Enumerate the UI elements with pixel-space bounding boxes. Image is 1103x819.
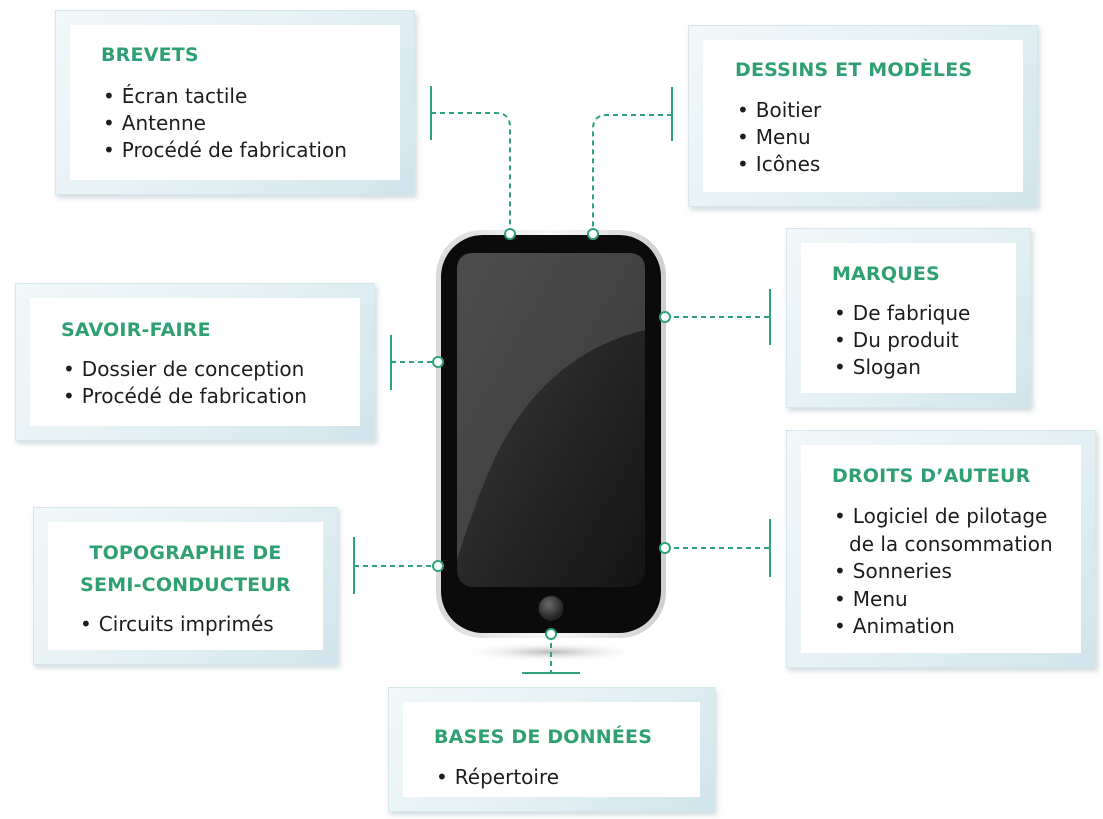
topographie-item: Circuits imprimés	[80, 611, 274, 638]
home-button-icon	[538, 595, 564, 621]
savoir-faire-list: Dossier de conception Procédé de fabrica…	[63, 356, 307, 410]
dessins-modeles-item: Icônes	[737, 151, 821, 178]
topographie-box: TOPOGRAPHIE DE SEMI-CONDUCTEUR Circuits …	[33, 507, 338, 665]
savoir-faire-item: Procédé de fabrication	[63, 383, 307, 410]
connector-savoir-faire	[390, 335, 444, 390]
savoir-faire-item: Dossier de conception	[63, 356, 307, 383]
marques-list: De fabrique Du produit Slogan	[834, 300, 971, 381]
topographie-title-line1: TOPOGRAPHIE DE	[89, 542, 282, 564]
droits-auteur-item: Logiciel de pilotage	[834, 503, 1053, 531]
brevets-title: BREVETS	[101, 44, 199, 66]
dessins-modeles-title: DESSINS ET MODÈLES	[735, 59, 973, 81]
bases-donnees-box: BASES DE DONNÉES Répertoire	[388, 687, 715, 812]
connector-topographie	[353, 537, 444, 594]
droits-auteur-title: DROITS D’AUTEUR	[832, 465, 1031, 487]
connector-brevets	[430, 86, 516, 240]
droits-auteur-box: DROITS D’AUTEUR Logiciel de pilotage de …	[786, 430, 1096, 668]
dessins-modeles-box: DESSINS ET MODÈLES Boitier Menu Icônes	[688, 25, 1038, 207]
marques-box: MARQUES De fabrique Du produit Slogan	[786, 228, 1031, 408]
connector-bases-donnees	[522, 628, 580, 674]
marques-item: Slogan	[834, 354, 970, 381]
connector-dessins	[587, 87, 673, 240]
bases-donnees-item: Répertoire	[436, 764, 559, 791]
droits-auteur-item: Menu	[834, 586, 1053, 614]
droits-auteur-item: Sonneries	[834, 558, 1053, 586]
marques-title: MARQUES	[832, 263, 940, 285]
bases-donnees-list: Répertoire	[436, 764, 559, 791]
dessins-modeles-list: Boitier Menu Icônes	[737, 97, 821, 178]
dessins-modeles-item: Boitier	[737, 97, 821, 124]
droits-auteur-list: Logiciel de pilotage de la consommation …	[834, 503, 1053, 641]
connector-marques	[659, 289, 771, 345]
brevets-item: Écran tactile	[103, 83, 347, 110]
dessins-modeles-item: Menu	[737, 124, 821, 151]
connector-droits-auteur	[659, 519, 771, 577]
savoir-faire-box: SAVOIR-FAIRE Dossier de conception Procé…	[15, 283, 375, 441]
savoir-faire-title: SAVOIR-FAIRE	[61, 319, 211, 341]
screen-reflection	[457, 253, 645, 560]
brevets-list: Écran tactile Antenne Procédé de fabrica…	[103, 83, 347, 164]
brevets-item: Antenne	[103, 110, 347, 137]
brevets-item: Procédé de fabrication	[103, 137, 347, 164]
topographie-title-line2: SEMI-CONDUCTEUR	[80, 574, 291, 596]
topographie-list: Circuits imprimés	[80, 611, 274, 638]
droits-auteur-item: de la consommation	[849, 531, 1053, 556]
bases-donnees-title: BASES DE DONNÉES	[434, 726, 653, 748]
droits-auteur-item: Animation	[834, 613, 1053, 641]
marques-item: Du produit	[834, 327, 970, 354]
marques-item: De fabrique	[834, 300, 971, 327]
brevets-box: BREVETS Écran tactile Antenne Procédé de…	[55, 10, 415, 195]
